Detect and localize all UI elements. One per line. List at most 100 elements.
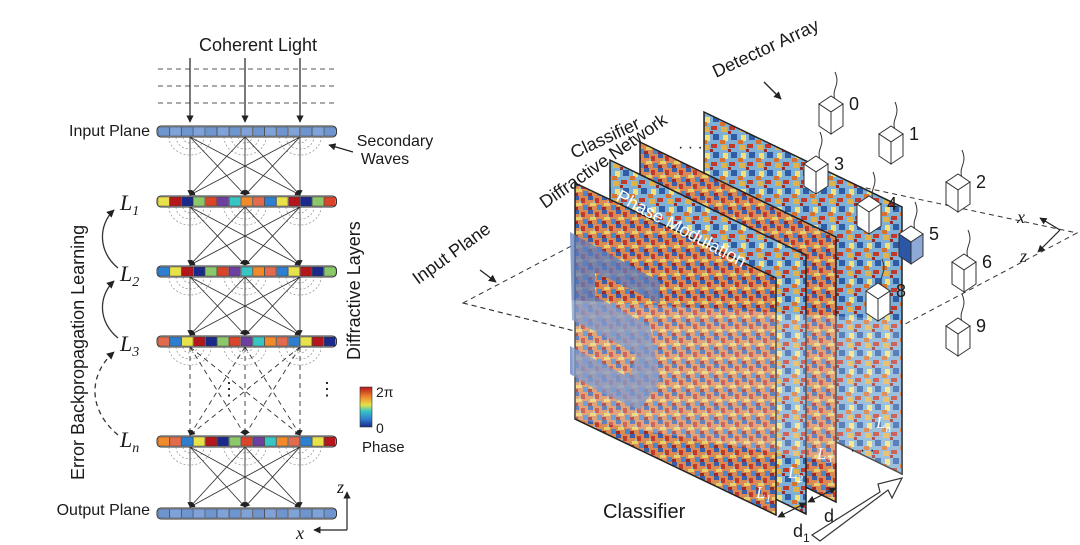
layer-cell (276, 266, 289, 277)
detector-label: 1 (909, 124, 919, 144)
layer-cell (240, 196, 253, 207)
plate-label-ln: Ln (875, 413, 891, 435)
detector-5: 5 (898, 201, 939, 265)
input-plane-label: Input Plane (69, 123, 150, 140)
layer-cell (323, 126, 336, 137)
layer-cell (217, 126, 229, 137)
layer-cell (193, 266, 206, 277)
layer-cell (288, 508, 300, 519)
layer-cell (205, 508, 217, 519)
input-digit-five (570, 232, 660, 410)
layer-cell (276, 126, 289, 137)
layer-cell (193, 436, 206, 447)
detector-array-label: Detector Array (709, 15, 822, 82)
layer-cell (157, 126, 170, 137)
layer-cell (193, 196, 206, 207)
layer-cell (288, 436, 300, 447)
detector-front (877, 290, 891, 322)
secondary-wave-arc (292, 136, 308, 144)
layer-cell (217, 266, 229, 277)
layer-cell (205, 436, 217, 447)
connection-arrow (189, 136, 301, 196)
layer-cell (252, 126, 265, 137)
layer-labels: L1 L2 L3 Ln (119, 190, 139, 456)
layer-cell (228, 266, 241, 277)
secondary-wave-arc (223, 276, 267, 296)
secondary-wave-arc (223, 136, 267, 156)
connection-arrow (189, 276, 246, 336)
connection-arrow (244, 446, 301, 508)
detector-front (957, 325, 971, 357)
detector-wire (871, 171, 876, 201)
detector-front (868, 203, 882, 235)
phase-colorbar: 2π 0 Phase (359, 384, 405, 456)
layer-cell (240, 508, 253, 519)
layer-cell (169, 508, 182, 519)
layer-cell (252, 508, 265, 519)
layer-row-ln (156, 435, 337, 466)
layer-cell (217, 508, 229, 519)
layer-cell (169, 436, 182, 447)
detector-label: 4 (887, 194, 897, 214)
secondary-wave-arc (292, 206, 308, 214)
connection-arrow (189, 136, 246, 196)
detector-label: 3 (834, 154, 844, 174)
right-layer-labels: L1 L2 L3 Ln · · · (755, 413, 891, 505)
layer-cell (300, 196, 312, 207)
layer-cell (300, 266, 312, 277)
layer-label-ln: Ln (119, 427, 139, 456)
secondary-wave-arc (237, 346, 253, 354)
detector-label: 2 (976, 172, 986, 192)
layer-cell (264, 126, 277, 137)
axis-z-label: z (336, 477, 344, 497)
layer-cell (300, 336, 312, 347)
layer-cell (157, 266, 170, 277)
detector-wire (833, 71, 838, 101)
secondary-wave-arc (182, 276, 198, 284)
right-panel: Phase Modulation Classifier Diffractive … (409, 15, 1079, 545)
detector-front (957, 181, 971, 213)
detector-3: 3 (803, 131, 844, 195)
connection-arrow (244, 206, 301, 266)
detector-label: 9 (976, 316, 986, 336)
detector-wire (960, 149, 965, 179)
connection-arrow (189, 446, 301, 508)
input-plane-right-label: Input Plane (409, 219, 494, 289)
detector-array-arrow (763, 81, 782, 100)
secondary-wave-arc (223, 446, 267, 466)
output-plane-row (156, 507, 337, 520)
layer-cell (181, 266, 194, 277)
detector-label: 8 (896, 281, 906, 301)
secondary-waves-arrow (328, 143, 354, 153)
layer-cell (312, 436, 324, 447)
layer-cell (300, 508, 312, 519)
propagation-direction-arrow (810, 477, 904, 542)
connection-arrow (244, 346, 301, 436)
connection-arrow (189, 346, 301, 436)
layer-cell (205, 336, 217, 347)
detector-wire (913, 201, 918, 231)
layer-cell (312, 196, 324, 207)
secondary-waves-label-line2: Waves (361, 151, 409, 168)
secondary-wave-arc (182, 206, 198, 214)
connection-arrow (189, 206, 301, 266)
plate-label-l3: L3 (816, 444, 832, 466)
plates-dots: · · · (850, 442, 875, 459)
layer-cell (264, 196, 277, 207)
layer-cell (323, 196, 336, 207)
secondary-wave-arc (168, 346, 212, 366)
layer-cell (252, 266, 265, 277)
layer-cell (205, 196, 217, 207)
layer-cell (205, 266, 217, 277)
axis-x-right-label: x (1016, 207, 1025, 227)
input-plane-row (156, 125, 337, 156)
xz-axis-glyph: z x (295, 477, 351, 543)
input-plane-arrow (479, 269, 497, 283)
layer-cell (264, 508, 277, 519)
layer-cell (169, 336, 182, 347)
layer-cell (228, 508, 241, 519)
layer-cell (193, 336, 206, 347)
layer-row-border (156, 195, 337, 208)
